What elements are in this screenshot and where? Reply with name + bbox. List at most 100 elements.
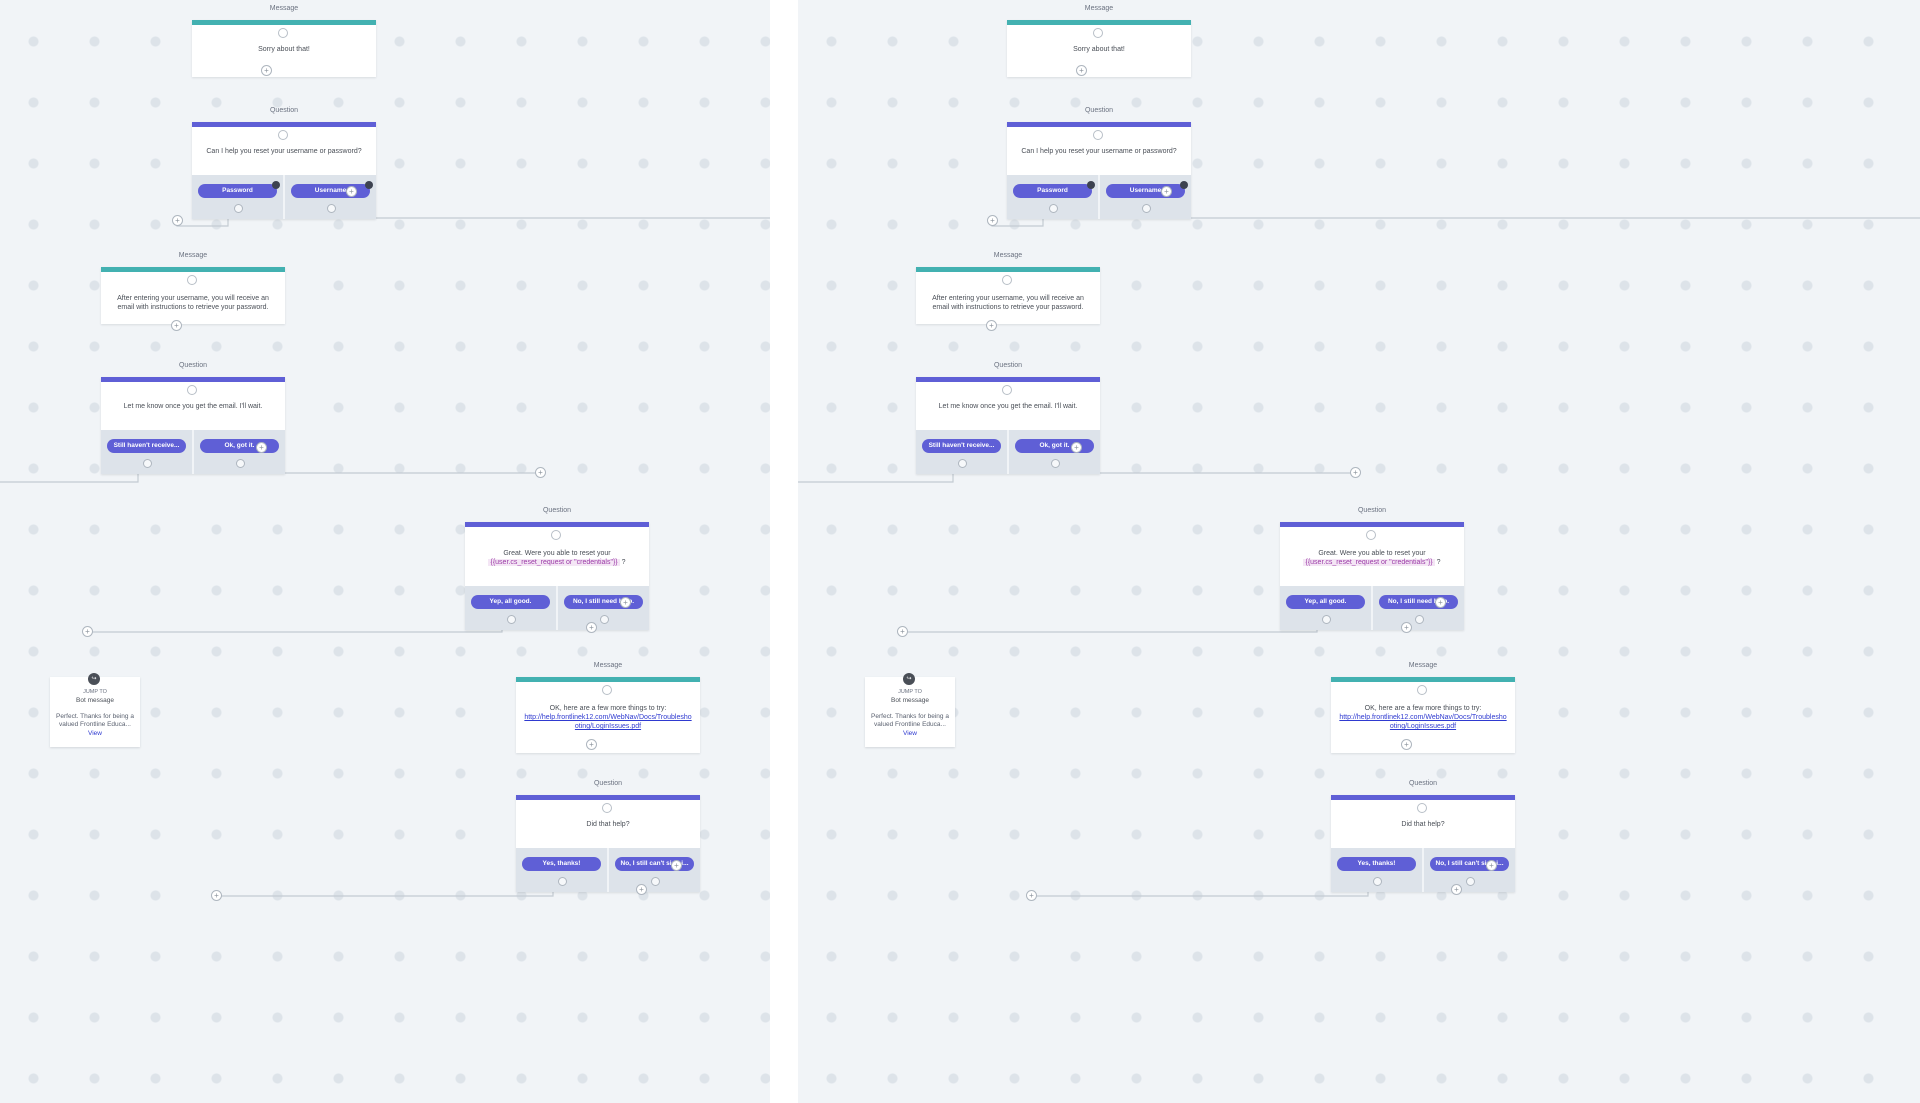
flow-canvas-right[interactable]: Message Sorry about that! + Question Can… bbox=[798, 0, 1920, 1103]
add-step-icon[interactable] bbox=[957, 459, 967, 468]
node-handle[interactable] bbox=[187, 385, 197, 395]
message-node[interactable]: Message After entering your username, yo… bbox=[916, 252, 1100, 324]
question-node[interactable]: Question Did that help? Yes, thanks! No,… bbox=[1331, 780, 1515, 892]
reply-slot: Password bbox=[192, 175, 283, 219]
add-step-icon[interactable]: + bbox=[1401, 622, 1412, 633]
add-step-icon[interactable]: + bbox=[586, 622, 597, 633]
add-step-icon[interactable]: + bbox=[171, 320, 182, 331]
add-step-icon[interactable]: + bbox=[1076, 65, 1087, 76]
add-step-icon[interactable]: + bbox=[897, 626, 908, 637]
message-node[interactable]: Message After entering your username, yo… bbox=[101, 252, 285, 324]
reply-button[interactable]: No, I still can't sign i... bbox=[1430, 857, 1509, 871]
jump-to-node[interactable]: ↪ JUMP TO Bot message Perfect. Thanks fo… bbox=[50, 673, 140, 747]
node-handle[interactable] bbox=[1093, 28, 1103, 38]
question-node[interactable]: Question Can I help you reset your usern… bbox=[1007, 107, 1191, 219]
add-step-icon[interactable] bbox=[235, 459, 245, 468]
add-step-icon[interactable] bbox=[1414, 615, 1424, 624]
node-handle[interactable] bbox=[551, 530, 561, 540]
add-step-icon[interactable]: + bbox=[987, 215, 998, 226]
add-reply-icon[interactable]: + bbox=[256, 442, 267, 453]
add-step-icon[interactable]: + bbox=[986, 320, 997, 331]
reply-button[interactable]: Username bbox=[1106, 184, 1185, 198]
add-reply-icon[interactable]: + bbox=[1435, 597, 1446, 608]
add-step-icon[interactable] bbox=[1048, 204, 1058, 213]
add-step-icon[interactable] bbox=[142, 459, 152, 468]
reply-button[interactable]: Ok, got it. bbox=[1015, 439, 1094, 453]
add-step-icon[interactable]: + bbox=[1451, 884, 1462, 895]
reply-button[interactable]: Password bbox=[198, 184, 277, 198]
add-reply-icon[interactable]: + bbox=[620, 597, 631, 608]
add-reply-icon[interactable]: + bbox=[671, 860, 682, 871]
add-step-icon[interactable] bbox=[1050, 459, 1060, 468]
question-node[interactable]: Question Let me know once you get the em… bbox=[101, 362, 285, 474]
reply-button[interactable]: Yes, thanks! bbox=[1337, 857, 1416, 871]
add-step-icon[interactable] bbox=[506, 615, 516, 624]
node-type-label: Message bbox=[593, 662, 623, 669]
add-reply-icon[interactable]: + bbox=[1071, 442, 1082, 453]
question-node[interactable]: Question Let me know once you get the em… bbox=[916, 362, 1100, 474]
add-step-icon[interactable] bbox=[326, 204, 336, 213]
node-handle[interactable] bbox=[602, 685, 612, 695]
add-reply-icon[interactable]: + bbox=[1486, 860, 1497, 871]
add-step-icon[interactable] bbox=[233, 204, 243, 213]
node-handle[interactable] bbox=[1093, 130, 1103, 140]
reply-button[interactable]: Username bbox=[291, 184, 370, 198]
jump-to-node[interactable]: ↪ JUMP TO Bot message Perfect. Thanks fo… bbox=[865, 673, 955, 747]
add-step-icon[interactable] bbox=[1321, 615, 1331, 624]
add-step-icon[interactable] bbox=[557, 877, 567, 886]
add-step-icon[interactable] bbox=[650, 877, 660, 886]
node-handle[interactable] bbox=[1366, 530, 1376, 540]
add-step-icon[interactable]: + bbox=[211, 890, 222, 901]
add-step-icon[interactable] bbox=[1372, 877, 1382, 886]
question-node[interactable]: Question Great. Were you able to reset y… bbox=[465, 507, 649, 630]
reply-button[interactable]: Still haven't receive... bbox=[107, 439, 186, 453]
variable-chip[interactable]: {{user.cs_reset_request or "credentials"… bbox=[488, 559, 620, 566]
jump-view-link[interactable]: View bbox=[88, 730, 102, 737]
reply-button[interactable]: Yep, all good. bbox=[1286, 595, 1365, 609]
add-step-icon[interactable]: + bbox=[535, 467, 546, 478]
add-reply-icon[interactable]: + bbox=[346, 186, 357, 197]
help-doc-link[interactable]: http://help.frontlinek12.com/WebNav/Docs… bbox=[524, 714, 692, 730]
message-text: After entering your username, you will r… bbox=[932, 295, 1084, 311]
variable-chip[interactable]: {{user.cs_reset_request or "credentials"… bbox=[1303, 559, 1435, 566]
message-node[interactable]: Message Sorry about that! bbox=[192, 5, 376, 77]
reply-button[interactable]: No, I still can't sign i... bbox=[615, 857, 694, 871]
add-step-icon[interactable]: + bbox=[1026, 890, 1037, 901]
add-step-icon[interactable]: + bbox=[1350, 467, 1361, 478]
add-step-icon[interactable]: + bbox=[82, 626, 93, 637]
question-node[interactable]: Question Did that help? Yes, thanks! No,… bbox=[516, 780, 700, 892]
reply-button[interactable]: Password bbox=[1013, 184, 1092, 198]
node-handle[interactable] bbox=[602, 803, 612, 813]
add-step-icon[interactable]: + bbox=[261, 65, 272, 76]
node-handle[interactable] bbox=[1417, 685, 1427, 695]
reply-button[interactable]: Ok, got it. bbox=[200, 439, 279, 453]
add-step-icon[interactable]: + bbox=[172, 215, 183, 226]
add-step-icon[interactable]: + bbox=[1401, 739, 1412, 750]
reply-slot: Ok, got it. bbox=[1009, 430, 1100, 474]
flow-canvas-left[interactable]: Message Sorry about that! + Question Can… bbox=[0, 0, 770, 1103]
add-step-icon[interactable]: + bbox=[636, 884, 647, 895]
reply-button[interactable]: Still haven't receive... bbox=[922, 439, 1001, 453]
node-handle[interactable] bbox=[278, 28, 288, 38]
add-reply-icon[interactable]: + bbox=[1161, 186, 1172, 197]
message-node[interactable]: Message OK, here are a few more things t… bbox=[516, 662, 700, 753]
node-handle[interactable] bbox=[278, 130, 288, 140]
message-node[interactable]: Message Sorry about that! bbox=[1007, 5, 1191, 77]
reply-button[interactable]: No, I still need help. bbox=[1379, 595, 1458, 609]
question-node[interactable]: Question Great. Were you able to reset y… bbox=[1280, 507, 1464, 630]
reply-button[interactable]: Yes, thanks! bbox=[522, 857, 601, 871]
jump-view-link[interactable]: View bbox=[903, 730, 917, 737]
node-handle[interactable] bbox=[187, 275, 197, 285]
reply-button[interactable]: Yep, all good. bbox=[471, 595, 550, 609]
help-doc-link[interactable]: http://help.frontlinek12.com/WebNav/Docs… bbox=[1339, 714, 1507, 730]
add-step-icon[interactable] bbox=[1141, 204, 1151, 213]
node-handle[interactable] bbox=[1417, 803, 1427, 813]
message-node[interactable]: Message OK, here are a few more things t… bbox=[1331, 662, 1515, 753]
add-step-icon[interactable] bbox=[599, 615, 609, 624]
add-step-icon[interactable] bbox=[1465, 877, 1475, 886]
reply-button[interactable]: No, I still need help. bbox=[564, 595, 643, 609]
node-handle[interactable] bbox=[1002, 385, 1012, 395]
add-step-icon[interactable]: + bbox=[586, 739, 597, 750]
node-handle[interactable] bbox=[1002, 275, 1012, 285]
question-node[interactable]: Question Can I help you reset your usern… bbox=[192, 107, 376, 219]
